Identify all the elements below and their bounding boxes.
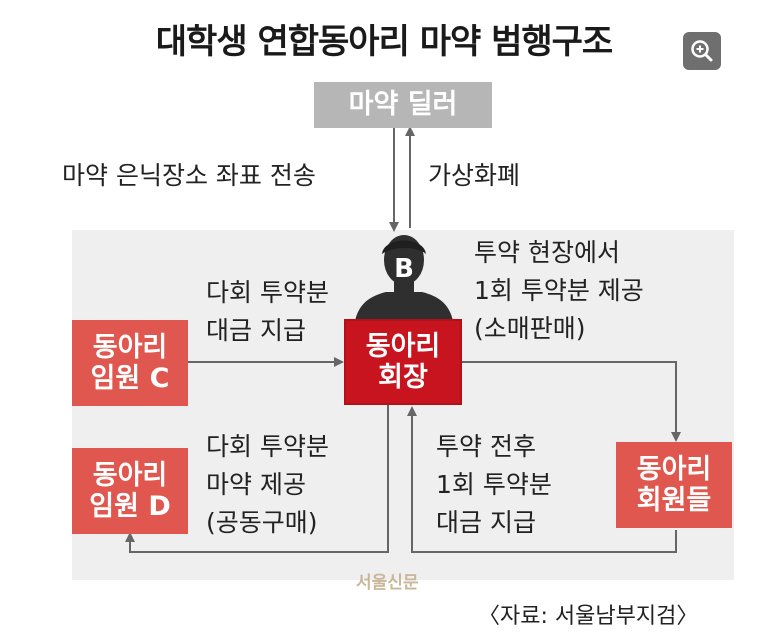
officer-d-node: 동아리 임원 D (72, 448, 188, 534)
arrow-members-to-president (407, 406, 677, 553)
dealer-node: 마약 딜러 (314, 82, 492, 128)
members-node: 동아리 회원들 (616, 442, 732, 528)
president-label-line1: 동아리 (365, 330, 441, 362)
arrow-president-to-members (462, 361, 681, 442)
edge-label-line: 마약 제공 (206, 470, 306, 499)
edge-label-line: 투약 전후 (436, 432, 536, 461)
edge-label-line: 1회 투약분 제공 (474, 276, 644, 305)
edge-label-line: 다회 투약분 (206, 278, 329, 307)
edge-label-president-to-d: 다회 투약분 마약 제공 (공동구매) (206, 428, 329, 542)
president-badge: B (394, 254, 414, 284)
edge-label-president-to-members: 투약 현장에서 1회 투약분 제공 (소매판매) (474, 234, 644, 348)
edge-label-line: 투약 현장에서 (474, 238, 620, 267)
president-label-line2: 회장 (378, 362, 428, 393)
edge-label-line: 1회 투약분 (436, 470, 552, 499)
president-node: 동아리 회장 (344, 319, 462, 405)
edge-label-c-to-president: 다회 투약분 대금 지급 (206, 274, 329, 350)
officer-d-label-line2: 임원 D (89, 491, 171, 522)
edge-label-line: (공동구매) (206, 508, 318, 537)
page-title: 대학생 연합동아리 마약 범행구조 (155, 22, 613, 62)
edge-label-crypto: 가상화폐 (428, 161, 521, 190)
officer-d-label-line1: 동아리 (92, 459, 168, 491)
edge-label-members-to-president: 투약 전후 1회 투약분 대금 지급 (436, 428, 552, 542)
edge-label-line: 대금 지급 (436, 508, 536, 537)
arrow-president-to-d (125, 405, 389, 553)
edge-label-coords: 마약 은닉장소 좌표 전송 (62, 161, 316, 190)
zoom-button[interactable] (683, 32, 721, 70)
officer-c-label-line2: 임원 C (90, 363, 170, 394)
officer-c-label-line1: 동아리 (92, 331, 168, 363)
members-label-line1: 동아리 (636, 453, 712, 485)
watermark: 서울신문 (356, 573, 419, 593)
zoom-in-icon (691, 40, 713, 62)
officer-c-node: 동아리 임원 C (72, 320, 188, 406)
edge-label-line: 대금 지급 (206, 316, 306, 345)
members-label-line2: 회원들 (636, 485, 712, 516)
dealer-label: 마약 딜러 (348, 89, 458, 121)
source-credit: 〈자료: 서울남부지검〉 (478, 604, 699, 629)
edge-label-line: 다회 투약분 (206, 432, 329, 461)
edge-label-line: (소매판매) (474, 314, 586, 343)
